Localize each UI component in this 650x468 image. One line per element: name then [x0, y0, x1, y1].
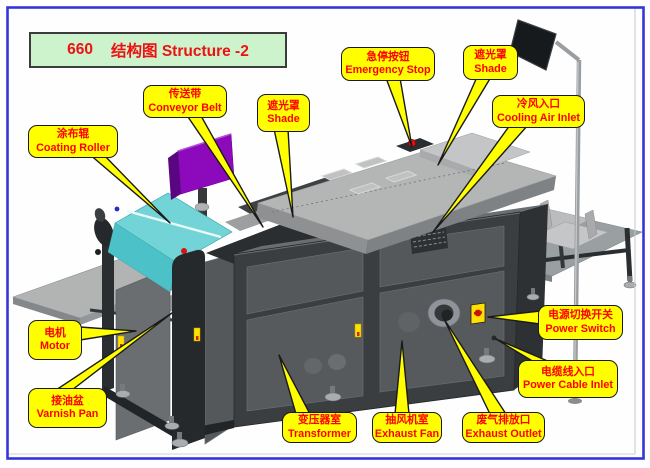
callout-en-label: Conveyor Belt	[148, 101, 222, 114]
callout-zh-label: 电机	[44, 326, 66, 339]
callout-exhaust-fan: 抽风机室 Exhaust Fan	[372, 412, 442, 443]
callout-en-label: Power Cable Inlet	[523, 379, 613, 391]
page-border	[6, 6, 645, 460]
roller-gap-line	[126, 209, 222, 239]
callout-en-label: Varnish Pan	[36, 408, 99, 420]
transformer-door	[246, 296, 364, 412]
round-vent	[304, 358, 322, 374]
callout-varnish-pan: 接油盆 Varnish Pan	[28, 388, 107, 428]
callout-en-label: Exhaust Outlet	[465, 427, 542, 440]
exhaust-outlet-port	[427, 298, 461, 328]
title-box: 660 结构图 Structure -2	[29, 32, 287, 68]
callout-zh-label: 变压器室	[297, 414, 342, 427]
roller-red-button	[181, 248, 187, 254]
warning-sticker	[354, 323, 362, 338]
round-vent	[328, 354, 346, 370]
callout-emergency-stop: 急停按钮 Emergency Stop	[341, 47, 435, 81]
shade-hood	[256, 132, 557, 254]
pole-collar	[194, 202, 210, 212]
callout-motor: 电机 Motor	[28, 320, 82, 360]
callout-zh-label: 传送带	[168, 88, 202, 101]
callout-shade-top: 遮光罩 Shade	[257, 94, 310, 132]
callout-power-cable-inlet: 电缆线入口 Power Cable Inlet	[518, 360, 618, 398]
callout-en-label: Transformer	[287, 427, 351, 440]
callout-transformer: 变压器室 Transformer	[282, 412, 357, 443]
callout-zh-label: 电源切换开关	[548, 309, 613, 322]
pole-base	[568, 398, 582, 404]
coating-roller-unit	[94, 192, 233, 293]
corner-post	[172, 249, 205, 450]
callout-tail-emergency-stop	[385, 77, 413, 148]
warning-sticker	[193, 327, 201, 342]
callout-exhaust-outlet: 废气排放口 Exhaust Outlet	[462, 412, 545, 443]
upper-panel-left	[246, 247, 364, 315]
fan-vent	[398, 312, 420, 332]
callout-coating-roller: 涂布辊 Coating Roller	[28, 125, 118, 158]
callout-zh-label: 废气排放口	[476, 414, 531, 427]
page-title: 结构图 Structure -2	[111, 43, 249, 60]
callout-zh-label: 接油盆	[51, 394, 84, 407]
callout-cooling-air-inlet: 冷风入口 Cooling Air Inlet	[492, 95, 585, 128]
power-switch-device	[470, 302, 486, 325]
callout-en-label: Emergency Stop	[345, 64, 431, 76]
callout-zh-label: 涂布辊	[56, 128, 90, 141]
roller-end-knob	[114, 206, 120, 212]
exhaust-fan-door	[379, 270, 505, 393]
callout-en-label: Exhaust Fan	[374, 427, 440, 440]
callout-shade-right: 遮光罩 Shade	[463, 45, 518, 80]
callout-zh-label: 电缆线入口	[541, 365, 595, 378]
callout-conveyor-belt: 传送带 Conveyor Belt	[143, 85, 227, 118]
monitor-screen	[509, 19, 557, 71]
callout-en-label: Cooling Air Inlet	[497, 111, 580, 124]
callout-en-label: Motor	[40, 340, 70, 352]
callout-zh-label: 遮光罩	[267, 99, 300, 112]
blue-frame	[6, 6, 645, 460]
callout-en-label: Power Switch	[545, 322, 616, 335]
leveling-feet	[115, 276, 637, 448]
callout-en-label: Shade	[474, 62, 507, 75]
title-code: 660	[67, 41, 94, 58]
callout-en-label: Coating Roller	[36, 141, 110, 154]
callout-zh-label: 遮光罩	[474, 49, 507, 62]
callout-zh-label: 冷风入口	[516, 98, 561, 111]
callout-zh-label: 急停按钮	[366, 50, 410, 63]
callout-en-label: Shade	[267, 113, 300, 125]
cable-inlet-hole	[491, 335, 497, 341]
callout-power-switch: 电源切换开关 Power Switch	[538, 305, 623, 340]
callout-zh-label: 抽风机室	[385, 414, 429, 427]
